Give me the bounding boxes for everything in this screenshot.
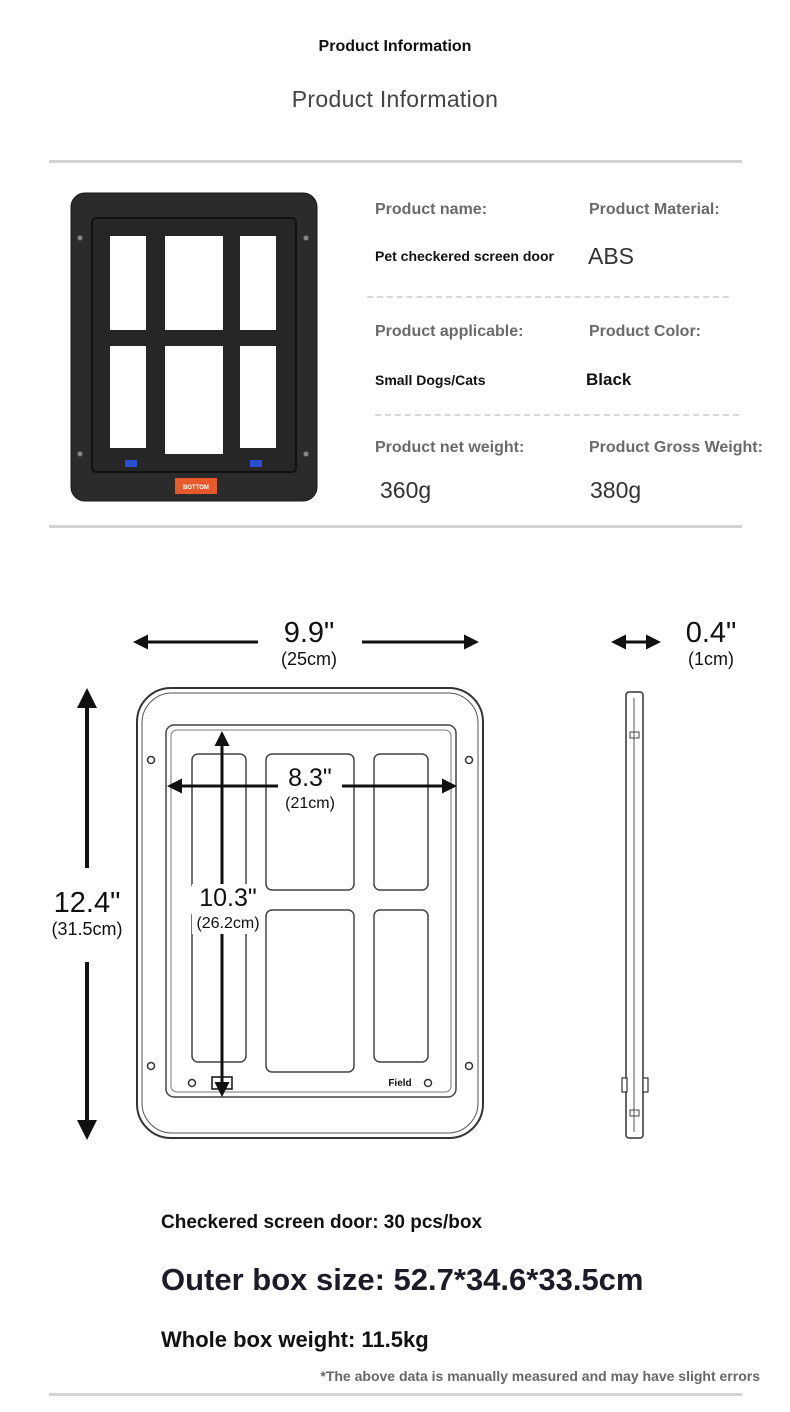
product-material-value: ABS	[588, 243, 635, 269]
bottom-tag-label: BOTTOM	[183, 485, 209, 491]
product-color-value: Black	[586, 370, 632, 389]
inner-height-cm: (26.2cm)	[196, 915, 259, 932]
spec-divider	[367, 296, 729, 298]
product-name-label: Product name:	[375, 201, 488, 218]
bottom-divider	[49, 1393, 742, 1396]
measurement-note: *The above data is manually measured and…	[320, 1368, 760, 1384]
height-inches: 12.4"	[54, 887, 121, 919]
product-material-label: Product Material:	[589, 201, 720, 218]
spec-bottom-divider	[49, 525, 742, 528]
product-net-weight-value: 360g	[380, 477, 432, 503]
product-applicable-value: Small Dogs/Cats	[375, 372, 486, 388]
field-label: Field	[388, 1078, 411, 1089]
spec-divider	[375, 414, 739, 416]
door-inner-outline	[165, 724, 457, 1098]
inner-height-inches: 10.3"	[199, 884, 257, 912]
depth-inches: 0.4"	[686, 617, 737, 649]
outer-box-size: Outer box size: 52.7*34.6*33.5cm	[161, 1262, 644, 1297]
product-applicable-label: Product applicable:	[375, 323, 524, 340]
door-outline	[136, 687, 484, 1139]
product-color-label: Product Color:	[589, 323, 701, 340]
product-gross-weight-value: 380g	[590, 477, 642, 503]
product-name-value: Pet checkered screen door	[375, 248, 554, 264]
product-gross-weight-label: Product Gross Weight:	[589, 439, 763, 456]
dimension-diagram: 9.9" (25cm) 0.4" (1cm) 12.4" (31.5cm) Fi…	[51, 617, 737, 1140]
box-weight: Whole box weight: 11.5kg	[161, 1327, 429, 1352]
width-cm: (25cm)	[281, 649, 337, 669]
inner-width-inches: 8.3"	[288, 764, 332, 792]
width-inches: 9.9"	[284, 617, 335, 649]
product-net-weight-label: Product net weight:	[375, 439, 525, 456]
depth-cm: (1cm)	[688, 649, 734, 669]
height-cm: (31.5cm)	[51, 919, 122, 939]
product-photo: BOTTOM	[70, 192, 318, 502]
top-divider	[49, 160, 742, 163]
box-quantity: Checkered screen door: 30 pcs/box	[161, 1212, 483, 1233]
page-subtitle: Product Information	[291, 86, 499, 112]
inner-width-cm: (21cm)	[285, 795, 335, 812]
bottom-tag	[175, 478, 217, 494]
page-title: Product Information	[318, 38, 472, 55]
